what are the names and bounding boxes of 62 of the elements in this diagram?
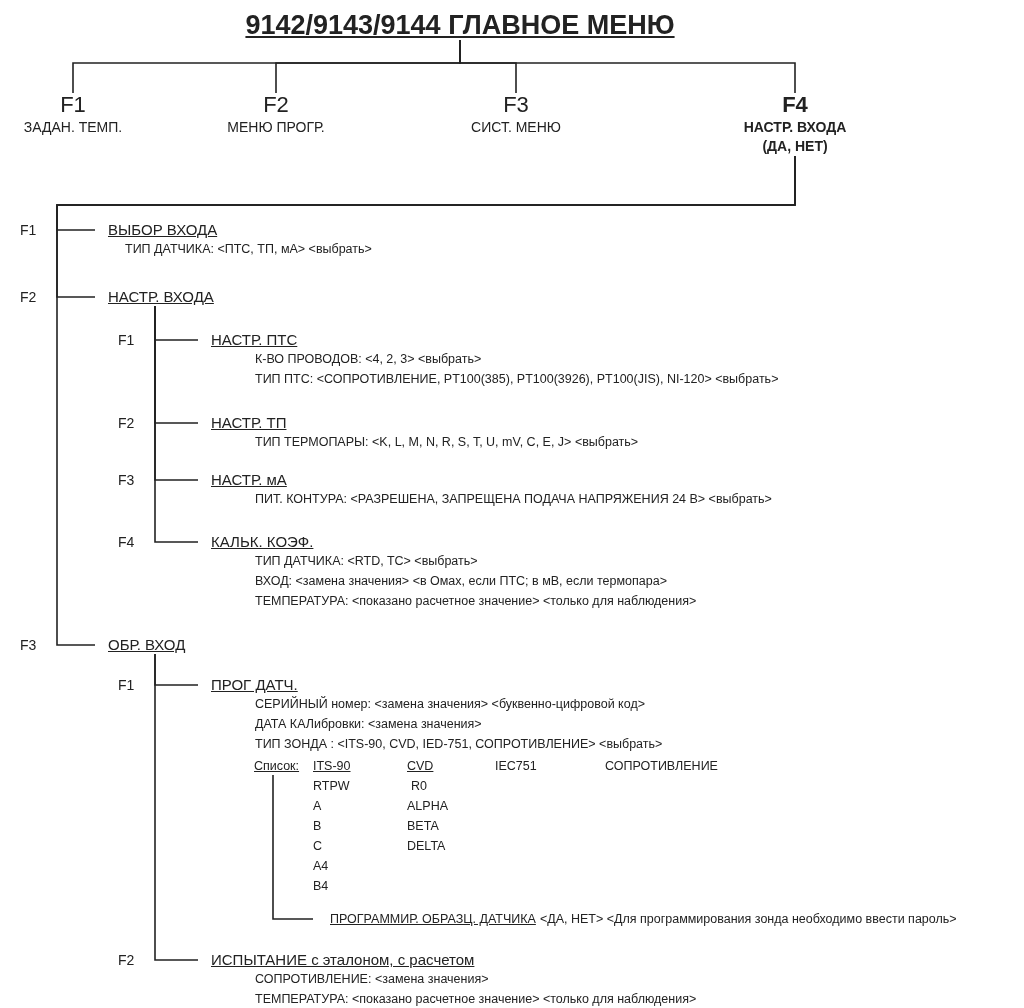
connector-line [56,155,796,646]
list-item-text: B4 [313,878,329,895]
menu-heading: ПРОГ ДАТЧ. [211,676,298,694]
list-heading: Список: [254,758,300,775]
list-item-text: B [313,818,322,835]
menu-option-text: МЕНЮ ПРОГР. [227,118,325,137]
function-key-label: F2 [263,92,289,118]
option-text: СЕРИЙНЫЙ номер: <замена значения> <буквенно-цифровой код> [255,695,645,713]
function-key-label: F1 [20,221,37,239]
column-header: СОПРОТИВЛЕНИЕ [605,758,718,775]
function-key-label: F2 [118,951,135,969]
list-item-text: BETA [407,818,439,835]
option-text: К-ВО ПРОВОДОВ: <4, 2, 3> <выбрать> [255,351,482,368]
function-key-label: F2 [118,414,135,432]
menu-heading: ВЫБОР ВХОДА [108,221,218,239]
column-header: ITS-90 [313,758,351,775]
menu-heading: ОБР. ВХОД [108,636,186,654]
menu-heading: НАСТР. ТП [211,414,287,432]
function-key-label: F3 [118,471,135,489]
option-text: ТИП ТЕРМОПАРЫ: <K, L, M, N, R, S, T, U, mV, C, E, J> <выбрать> [255,434,639,451]
menu-heading: ПРОГРАММИР. ОБРАЗЦ. ДАТЧИКА [330,912,536,926]
option-text: ПИТ. КОНТУРА: <РАЗРЕШЕНА, ЗАПРЕЩЕНА ПОДАЧА НАПРЯЖЕНИЯ 24 В> <выбрать> [255,491,772,508]
option-text: ДАТА КАЛибровки: <замена значения> [255,716,482,733]
column-header: CVD [407,758,434,775]
function-key-label: F3 [20,636,37,654]
function-key-label: F4 [118,533,135,551]
list-item-text: DELTA [407,838,446,855]
option-text: СОПРОТИВЛЕНИЕ: <замена значения> [255,971,489,988]
function-key-label: F1 [118,331,135,349]
option-text: ТИП ЗОНДА : <ITS-90, CVD, IED-751, СОПРОТИВЛЕНИЕ> <выбрать> [255,736,663,753]
menu-heading: НАСТР. ВХОДА [108,288,214,306]
function-key-label: F1 [60,92,86,118]
menu-option-text: ЗАДАН. ТЕМП. [23,118,123,137]
menu-title: 9142/9143/9144 ГЛАВНОЕ МЕНЮ [245,10,675,40]
option-text: ТИП ДАТЧИКА: <ПТС, ТП, мА> <выбрать> [125,241,372,258]
option-text: ТИП ПТС: <СОПРОТИВЛЕНИЕ, PT100(385), PT100(3926), PT100(JIS), NI-120> <выбрать> [255,371,779,388]
option-text: <ДА, НЕТ> <Для программирования зонда необходимо ввести пароль> [539,912,957,926]
function-key-label: F3 [503,92,529,118]
column-header: IEC751 [495,758,537,775]
function-key-label: F4 [782,92,808,118]
list-item-text: R0 [411,778,427,795]
menu-heading: НАСТР. ПТС [211,331,298,349]
menu-option-text: СИСТ. МЕНЮ [471,118,561,137]
menu-heading: НАСТР. мА [211,471,287,489]
connector-line [459,39,796,94]
option-text: ВХОД: <замена значения> <в Омах, если ПТС; в мВ, если термопара> [255,573,667,590]
option-text: ТЕМПЕРАТУРА: <показано расчетное значение> <только для наблюдения> [255,593,697,610]
list-item-text: ALPHA [407,798,448,815]
option-text: ТЕМПЕРАТУРА: <показано расчетное значение> <только для наблюдения> [255,991,697,1008]
list-item-text: RTPW [313,778,350,795]
menu-heading: ИСПЫТАНИЕ с эталоном, с расчетом [211,951,475,969]
connector-line [272,774,314,920]
menu-heading: КАЛЬК. КОЭФ. [211,533,314,551]
connector-line [154,305,199,543]
list-item-text: C [313,838,323,855]
function-key-label: F2 [20,288,37,306]
option-text: ТИП ДАТЧИКА: <RTD, TC> <выбрать> [255,553,478,570]
list-item-text: A4 [313,858,329,875]
list-item-text: A [313,798,322,815]
menu-option-text: НАСТР. ВХОДА (ДА, НЕТ) [742,118,848,156]
function-key-label: F1 [118,676,135,694]
connector-line [154,653,199,961]
